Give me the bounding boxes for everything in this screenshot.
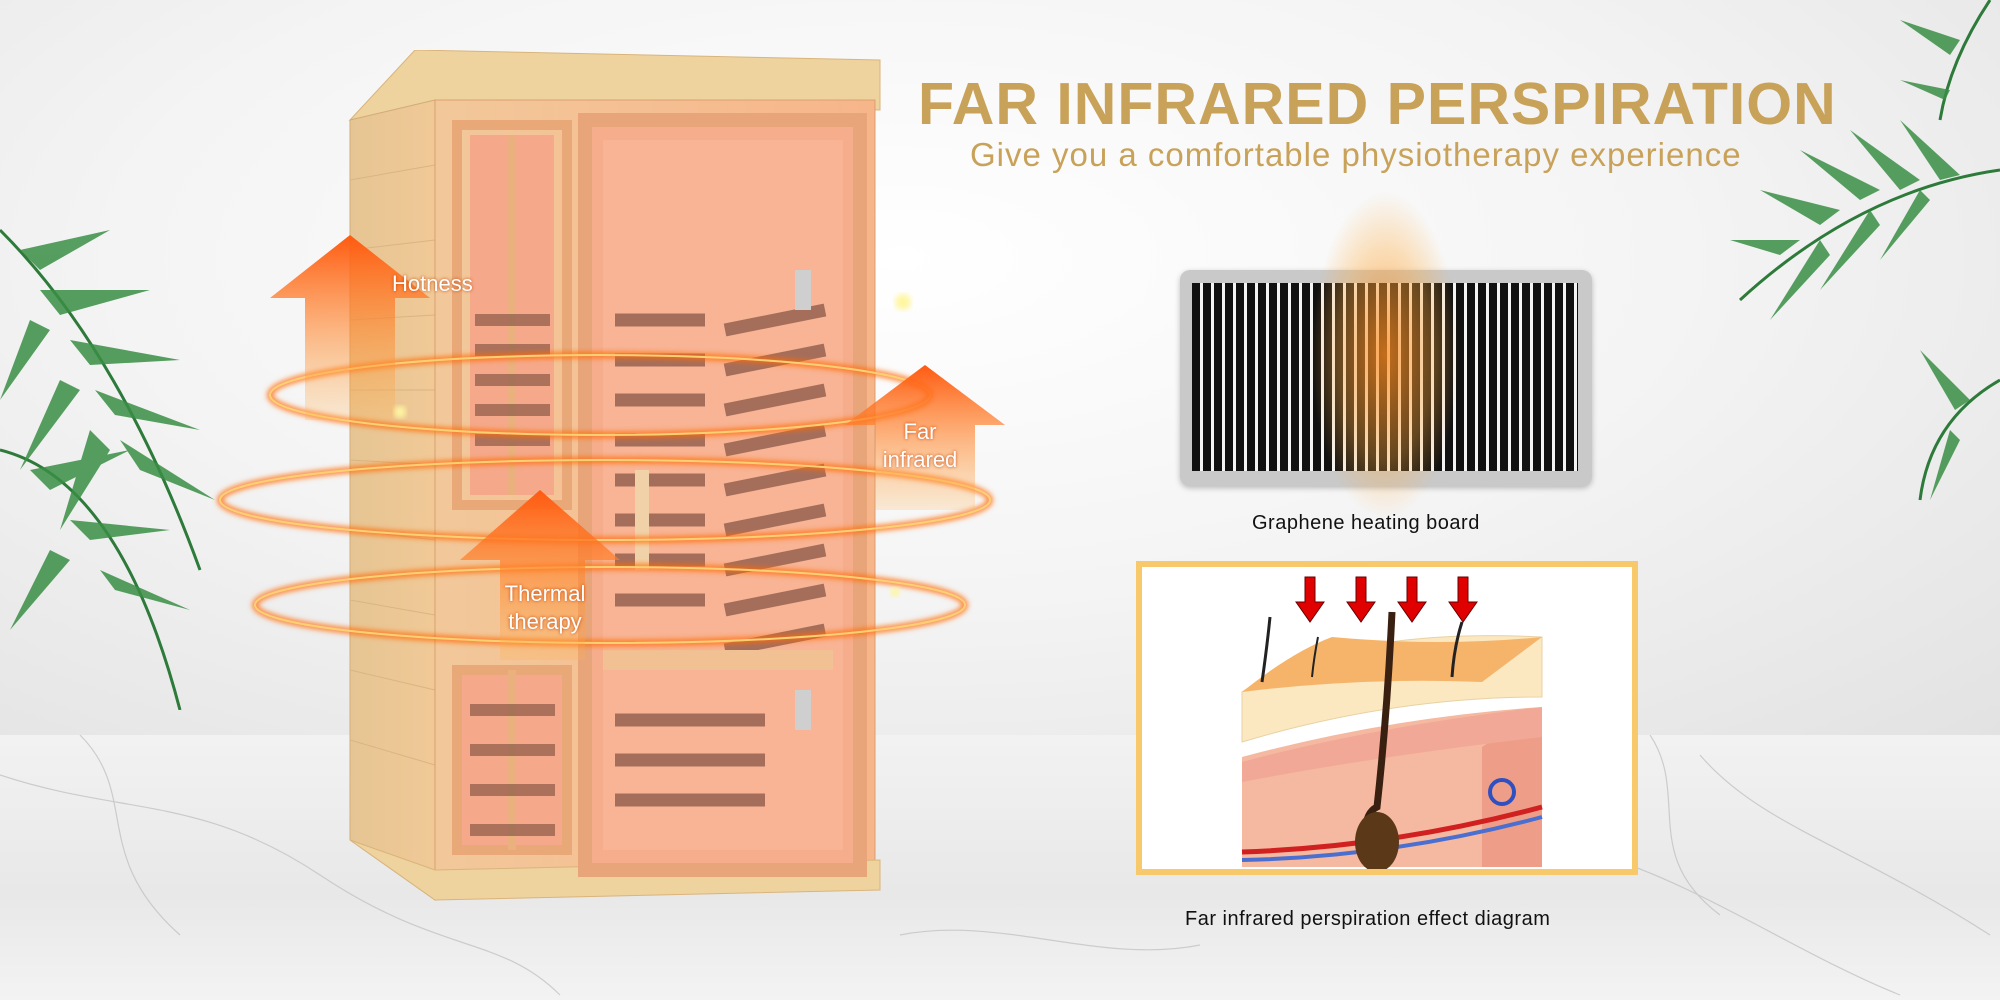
skin-diagram	[1241, 576, 1543, 869]
marble-veins	[0, 735, 1991, 996]
far-infrared-arrow	[845, 365, 1005, 510]
heating-board-caption: Graphene heating board	[1252, 512, 1480, 534]
heat-rings	[217, 235, 1005, 660]
marble-floor	[0, 735, 2000, 1000]
hotness-label: Hotness	[392, 271, 473, 296]
thermal-arrow	[460, 490, 620, 660]
sauna-cabin	[345, 49, 885, 910]
palm-leaf-left	[0, 228, 215, 710]
far-infrared-label: Far infrared	[870, 418, 970, 474]
page-subtitle: Give you a comfortable physiotherapy exp…	[970, 136, 1742, 173]
palm-leaf-right	[1730, 0, 2000, 501]
page-title: FAR INFRARED PERSPIRATION	[918, 71, 1837, 137]
door-handle	[635, 470, 649, 570]
sauna-illustration	[348, 49, 881, 901]
skin-diagram-caption: Far infrared perspiration effect diagram	[1185, 908, 1551, 930]
thermal-therapy-label: Thermal therapy	[485, 580, 605, 636]
thermal-line1: Thermal	[504, 581, 586, 606]
heat-glow	[1310, 190, 1460, 520]
thermal-line2: therapy	[508, 609, 582, 634]
far-infrared-line2: infrared	[882, 447, 958, 472]
hotness-arrow	[270, 235, 430, 420]
far-infrared-line1: Far	[903, 419, 937, 444]
heat-arrows-icon	[1295, 576, 1478, 623]
skin-diagram-frame	[1136, 561, 1638, 875]
